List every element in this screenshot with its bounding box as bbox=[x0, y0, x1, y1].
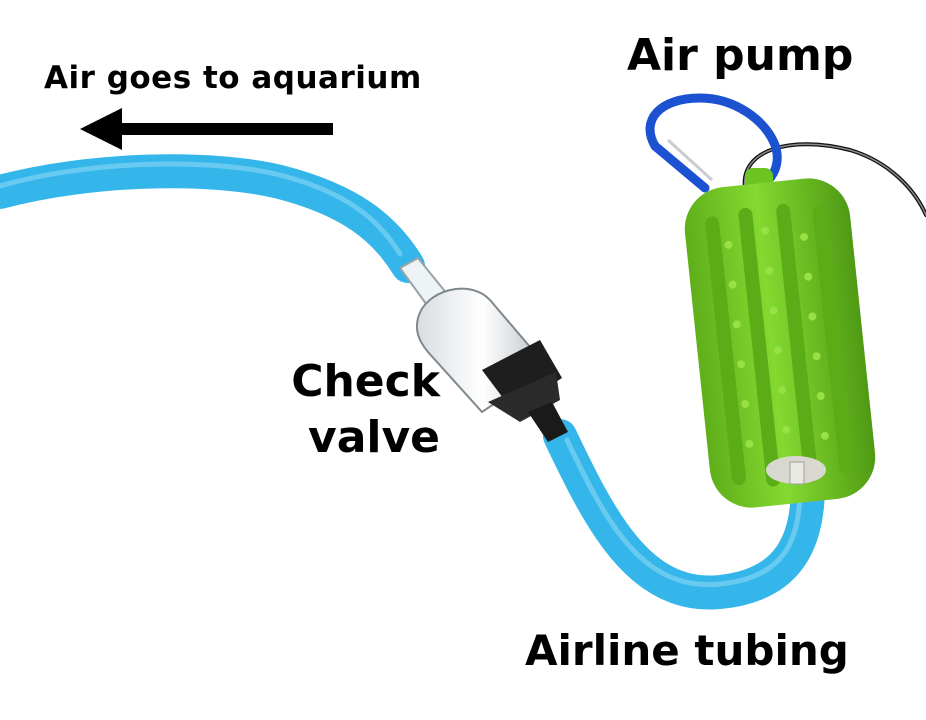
check-valve-label: Check valve bbox=[272, 354, 440, 466]
airline-tubing-label: Airline tubing bbox=[525, 626, 849, 675]
check-valve-label-line2: valve bbox=[308, 412, 440, 463]
check-valve-icon bbox=[398, 256, 568, 442]
air-pump-icon bbox=[684, 168, 876, 508]
air-pump-label: Air pump bbox=[627, 30, 854, 81]
direction-label: Air goes to aquarium bbox=[44, 60, 422, 96]
check-valve-label-line1: Check bbox=[291, 356, 440, 407]
airline-tubing bbox=[0, 154, 825, 610]
left-arrow-icon bbox=[80, 108, 333, 150]
carabiner-icon bbox=[645, 93, 782, 195]
